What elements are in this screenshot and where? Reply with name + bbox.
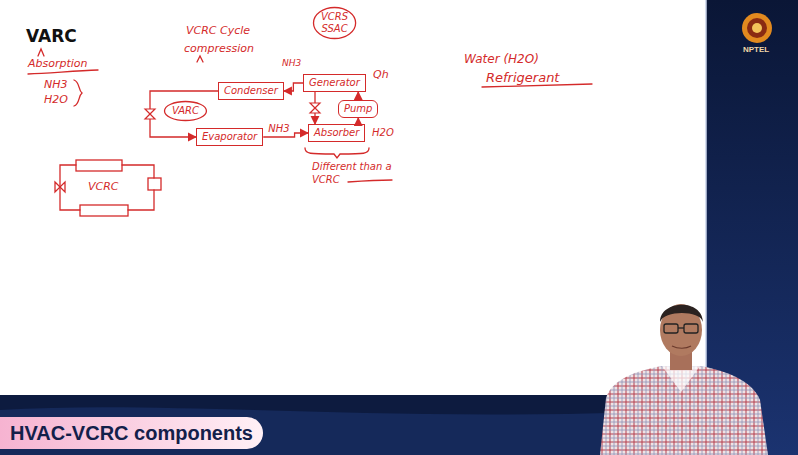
node-text: Absorber (314, 127, 359, 139)
handwritten-marks (28, 70, 98, 74)
lecturer (684, 324, 698, 333)
lecturer (600, 304, 768, 455)
lecturer (660, 305, 703, 322)
node-text: Pump (344, 103, 372, 115)
lecturer (660, 304, 702, 356)
flow-label: NH3 (266, 123, 291, 135)
note-text: Absorption (28, 57, 88, 71)
note-text: compression (184, 42, 254, 56)
handwritten-marks (128, 190, 154, 210)
flow-note: NH3 (282, 58, 301, 69)
node-text: Generator (309, 77, 360, 89)
process-box: Generator (303, 74, 366, 92)
handwritten-marks (76, 160, 122, 171)
substance-name: H2O (44, 93, 68, 107)
expansion-valve (145, 109, 155, 119)
lecturer (678, 327, 684, 328)
process-box: Absorber (308, 124, 365, 142)
handwritten-marks (148, 178, 161, 190)
flow-line (358, 92, 359, 100)
node-text: SSAC (321, 23, 348, 35)
title-band: HVAC-VCRC components (0, 417, 263, 449)
flow-line (150, 91, 218, 137)
node-text: HVAC-VCRC components (10, 421, 253, 445)
handwritten-marks (122, 165, 154, 178)
logo-text: NPTEL (743, 45, 769, 55)
handwritten-marks (305, 148, 369, 158)
ellipse-outline (314, 8, 356, 39)
handwritten-marks (55, 182, 65, 192)
expansion-valve (310, 103, 320, 113)
process-box: Condenser (218, 82, 284, 100)
handwritten-marks (348, 180, 392, 182)
handwritten-marks (38, 49, 44, 56)
note-text: Water (H2O) (464, 52, 539, 67)
node-text: VCRS (321, 11, 348, 23)
pump-box: Pump (338, 100, 378, 118)
handwritten-marks (80, 205, 128, 216)
note-text: VCRC Cycle (186, 24, 250, 38)
handwritten-marks (197, 56, 203, 62)
lecturer (600, 366, 768, 455)
process-box: Evaporator (196, 128, 263, 146)
heat-symbol: Qh (373, 68, 389, 82)
nptel-logo (752, 23, 762, 33)
panel-edge (705, 0, 707, 395)
lecturer (664, 324, 678, 333)
node-text: Evaporator (202, 131, 257, 143)
handwritten-marks (74, 80, 82, 106)
handwritten-marks (28, 49, 592, 216)
nptel-logo (742, 13, 772, 43)
ellipse-outline (165, 102, 207, 121)
circled-note: VARC (163, 100, 208, 122)
nptel-logo (742, 13, 772, 43)
node-text: VARC (172, 105, 199, 117)
lecturer (672, 346, 691, 348)
node-text: Condenser (224, 85, 278, 97)
cycle-name: VCRC (88, 180, 119, 194)
note-text: Refrigerant (486, 70, 559, 86)
nptel-logo (747, 18, 767, 38)
note-text: Different than a VCRC (312, 160, 396, 186)
whiteboard (0, 0, 706, 395)
topic-heading: VARC (26, 26, 77, 47)
circled-note: VCRSSSAC (312, 6, 357, 40)
substance-name: H2O (372, 126, 394, 139)
handwritten-marks (60, 165, 80, 210)
substance-name: NH3 (44, 78, 68, 92)
flow-line (284, 83, 303, 91)
